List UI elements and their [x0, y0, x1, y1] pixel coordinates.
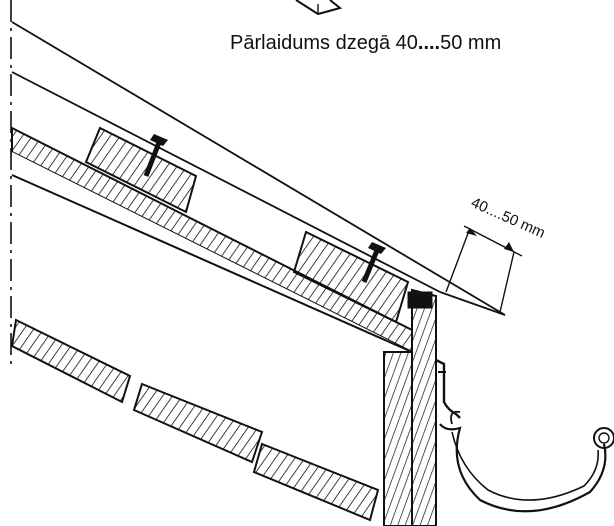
- screw-icon: [361, 242, 386, 283]
- roof-sheet-bottom: [11, 71, 441, 293]
- rafter-board: [11, 126, 413, 354]
- caption-prefix: Pārlaidums dzegā 40: [230, 32, 418, 54]
- rafter-end: [12, 152, 412, 378]
- tile-fragment: [295, 0, 343, 16]
- batten-upper: [84, 126, 198, 214]
- overhang-caption: Pārlaidums dzegā 40....50 mm: [230, 32, 501, 55]
- screw-icon: [143, 134, 168, 177]
- soffit-board-2: [132, 382, 264, 464]
- gutter-bead-icon: [593, 427, 614, 449]
- gutter-outer: [439, 423, 607, 513]
- fascia-cap: [407, 291, 433, 309]
- roof-sheet-top: [11, 21, 506, 316]
- gutter-inner: [451, 431, 600, 501]
- gutter-bracket: [435, 358, 461, 419]
- soffit-board-1: [10, 318, 132, 404]
- batten-lower: [292, 230, 410, 324]
- fascia-board: [383, 351, 413, 526]
- fascia-trim: [411, 288, 437, 526]
- caption-suffix: 50 mm: [440, 32, 502, 54]
- dimension-marker: [445, 225, 523, 313]
- caption-dots: ....: [417, 32, 441, 54]
- soffit-board-3: [252, 442, 380, 522]
